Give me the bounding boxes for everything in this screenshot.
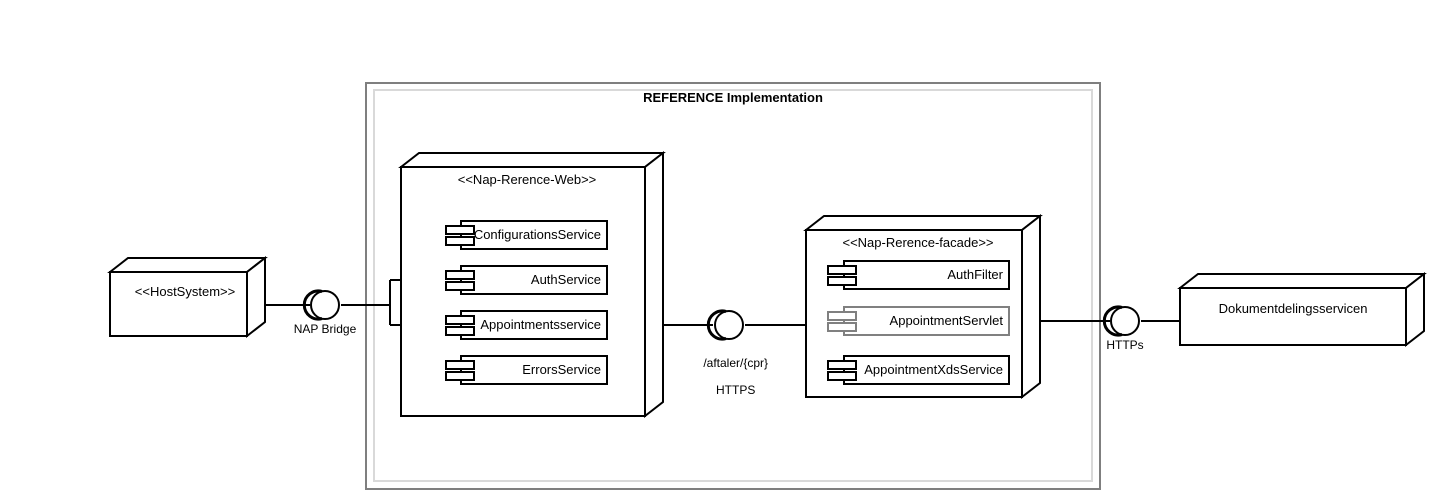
nap-web-side-face <box>644 150 664 419</box>
errors-service-body <box>460 355 608 385</box>
configurations-service-tab-bottom <box>445 236 475 246</box>
https-right-label: HTTPs <box>1106 338 1144 352</box>
auth-service-tab-top <box>445 270 475 280</box>
connector-aftaler-https-symbol[interactable] <box>706 309 744 341</box>
reference-implementation-frame <box>365 82 1101 490</box>
auth-filter-tab-bottom <box>827 276 857 286</box>
hostsystem-label: <<HostSystem>> <box>134 284 236 299</box>
nap-rerence-facade-label: <<Nap-Rerence-facade>> <box>842 235 994 250</box>
connector-https-right-symbol[interactable] <box>1102 305 1140 337</box>
hostsystem-front-face <box>109 271 248 337</box>
appointments-service-tab-bottom <box>445 326 475 336</box>
appointment-servlet-tab-top <box>827 311 857 321</box>
nap-bridge-socket <box>302 289 323 321</box>
component-appointment-servlet[interactable] <box>827 306 1010 336</box>
appointment-servlet-tab-bottom <box>827 322 857 332</box>
errors-service-tab-bottom <box>445 371 475 381</box>
dokumentdelingsservicen-label: Dokumentdelingsservicen <box>1218 301 1368 316</box>
nap-rerence-web-label: <<Nap-Rerence-Web>> <box>457 172 597 187</box>
reference-implementation-title: REFERENCE Implementation <box>643 90 823 105</box>
appointments-service-body <box>460 310 608 340</box>
auth-service-label: AuthService <box>530 272 601 287</box>
reference-frame-outer-border <box>365 82 1101 490</box>
auth-service-tab-bottom <box>445 281 475 291</box>
component-auth-service[interactable] <box>445 265 608 295</box>
connector-nap-bridge-symbol[interactable] <box>302 289 340 321</box>
configurations-service-tab-top <box>445 225 475 235</box>
node-dokumentdelingsservicen[interactable] <box>1177 271 1427 348</box>
aftaler-https-label: /aftaler/{cpr} HTTPS <box>690 343 768 412</box>
dokumentdeling-front-face <box>1179 287 1407 346</box>
component-appointments-service[interactable] <box>445 310 608 340</box>
errors-service-label: ErrorsService <box>522 362 601 377</box>
auth-service-body <box>460 265 608 295</box>
https-socket <box>1102 305 1123 337</box>
node-hostsystem[interactable] <box>107 255 268 339</box>
hostsystem-top-face <box>107 257 268 273</box>
nap-facade-top-face <box>803 215 1043 231</box>
auth-filter-tab-top <box>827 265 857 275</box>
https-ball <box>1110 306 1140 336</box>
hostsystem-side-face <box>246 255 266 339</box>
nap-facade-side-face <box>1021 213 1041 400</box>
dokumentdeling-side-face <box>1405 271 1425 348</box>
dokumentdeling-top-face <box>1177 273 1427 289</box>
appointments-service-tab-top <box>445 315 475 325</box>
nap-web-top-face <box>398 152 666 168</box>
component-errors-service[interactable] <box>445 355 608 385</box>
component-configurations-service[interactable] <box>445 220 608 250</box>
appointment-xds-service-tab-bottom <box>827 371 857 381</box>
auth-filter-label: AuthFilter <box>947 267 1003 282</box>
component-auth-filter[interactable] <box>827 260 1010 290</box>
appointments-service-label: Appointmentsservice <box>480 317 601 332</box>
configurations-service-body <box>460 220 608 250</box>
aftaler-socket <box>706 309 727 341</box>
appointment-xds-service-tab-top <box>827 360 857 370</box>
nap-bridge-ball <box>310 290 340 320</box>
appointment-xds-service-body <box>843 355 1010 385</box>
reference-frame-inner-border <box>373 89 1093 482</box>
component-appointment-xds-service[interactable] <box>827 355 1010 385</box>
errors-service-tab-top <box>445 360 475 370</box>
aftaler-ball <box>714 310 744 340</box>
aftaler-path-text: /aftaler/{cpr} <box>703 355 769 370</box>
aftaler-protocol-text: HTTPS <box>716 383 756 398</box>
configurations-service-label: ConfigurationsService <box>473 227 601 242</box>
appointment-servlet-label: AppointmentServlet <box>889 313 1003 328</box>
appointment-xds-service-label: AppointmentXdsService <box>864 362 1003 377</box>
nap-bridge-label: NAP Bridge <box>293 322 357 336</box>
